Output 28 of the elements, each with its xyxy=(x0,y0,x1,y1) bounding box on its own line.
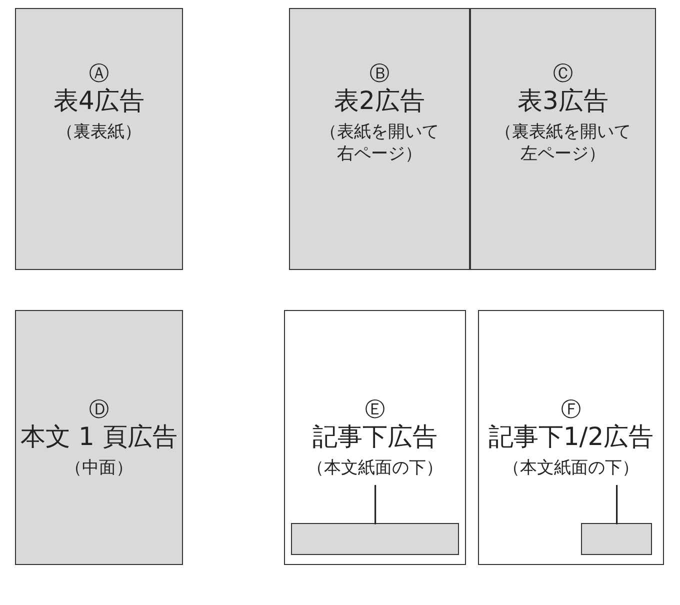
leader-line xyxy=(616,485,618,524)
ad-space-box xyxy=(291,523,459,555)
circled-letter: Ⓕ xyxy=(561,397,581,421)
circled-letter: Ⓐ xyxy=(89,61,109,85)
circled-letter: Ⓒ xyxy=(553,61,573,85)
circled-letter: Ⓓ xyxy=(89,397,109,421)
ad-panel xyxy=(15,8,183,270)
ad-title: 記事下広告 xyxy=(312,421,438,453)
note-text: （裏表紙を開いて左ページ） xyxy=(494,121,632,165)
note-text: （裏表紙） xyxy=(56,121,142,143)
ad-panel xyxy=(15,310,183,565)
note-text: （中面） xyxy=(65,457,133,479)
ad-panel xyxy=(470,8,656,270)
leader-line xyxy=(374,485,376,524)
note-text: （本文紙面の下） xyxy=(503,457,639,479)
ad-title: 表4広告 xyxy=(54,85,144,117)
ad-title: 表2広告 xyxy=(334,85,425,117)
ad-title: 記事下1/2広告 xyxy=(488,421,654,453)
ad-panel xyxy=(289,8,470,270)
ad-space-box xyxy=(581,523,652,555)
note-text: （本文紙面の下） xyxy=(307,457,443,479)
circled-letter: Ⓔ xyxy=(365,397,385,421)
ad-panel xyxy=(284,310,466,565)
ad-title: 本文 1 頁広告 xyxy=(20,421,178,453)
ad-title: 表3広告 xyxy=(518,85,608,117)
ad-panel xyxy=(478,310,664,565)
circled-letter: Ⓑ xyxy=(370,61,390,85)
note-text: （表紙を開いて右ページ） xyxy=(319,121,440,165)
